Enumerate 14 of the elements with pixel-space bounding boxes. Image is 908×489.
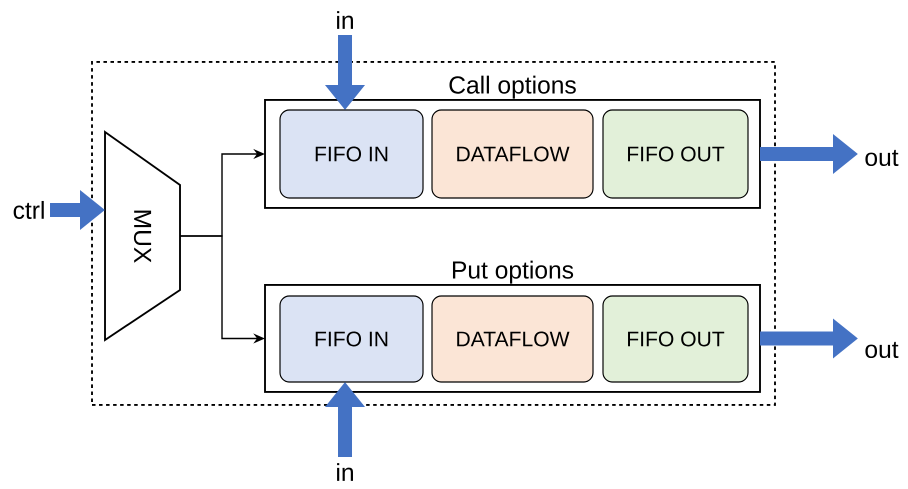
group-heading: Call options (449, 76, 576, 99)
dashed-frame (91, 61, 776, 406)
process-box: FIFO OUT (602, 295, 749, 383)
io-label: out (865, 342, 898, 358)
io-label: in (337, 463, 353, 481)
group-heading: Put options (452, 260, 574, 284)
process-box: FIFO IN (279, 295, 424, 383)
process-box: FIFO IN (279, 109, 424, 199)
process-box: FIFO OUT (602, 109, 749, 199)
process-box: DATAFLOW (431, 109, 594, 199)
io-label: in (337, 11, 353, 29)
io-label: out (865, 150, 898, 166)
process-box: DATAFLOW (431, 295, 594, 383)
io-label: ctrl (14, 200, 44, 220)
